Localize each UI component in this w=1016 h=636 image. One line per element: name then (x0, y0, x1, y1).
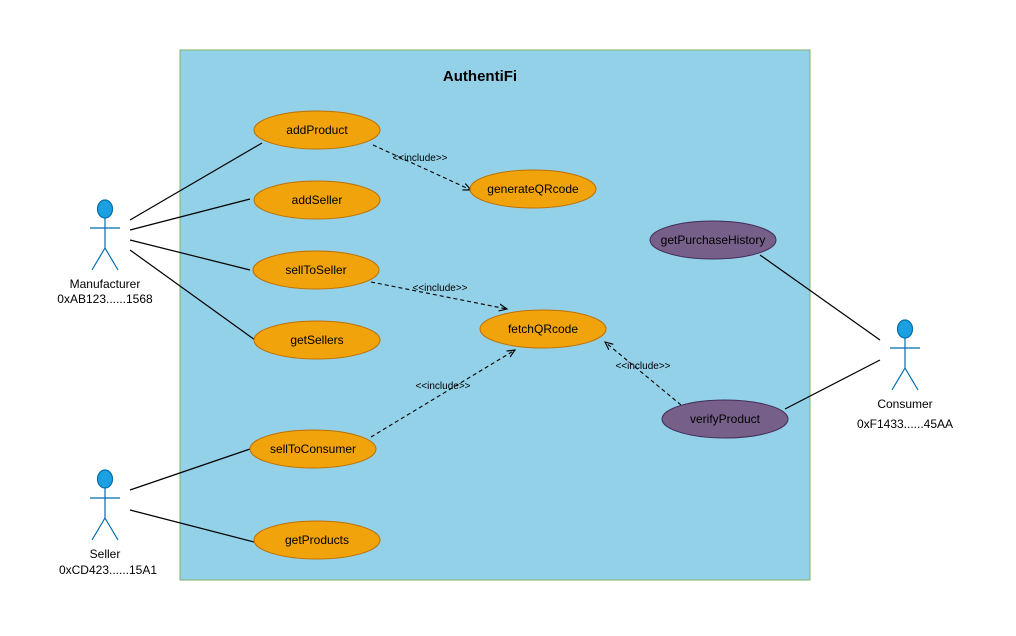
stick-figure-icon (90, 199, 120, 271)
actor-address: 0xCD423......15A1 (59, 563, 157, 577)
include-arrow-sellToSeller-fetchQRcode (370, 281, 507, 309)
usecase-label: getProducts (285, 533, 349, 547)
usecase-addSeller[interactable]: addSeller (253, 180, 381, 220)
usecase-sellToConsumer[interactable]: sellToConsumer (249, 429, 377, 469)
include-arrow-sellToConsumer-fetchQRcode (370, 350, 515, 438)
actor-name: Consumer (877, 397, 932, 411)
actor-consumer[interactable]: Consumer 0xF1433......45AA (857, 319, 953, 431)
system-title: AuthentiFi (443, 68, 517, 85)
include-label: <<include>> (615, 361, 670, 372)
stick-figure-icon (890, 319, 920, 391)
usecase-label: addProduct (286, 123, 348, 137)
include-dependencies (370, 144, 682, 438)
usecase-label: generateQRcode (487, 182, 579, 196)
usecase-sellToSeller[interactable]: sellToSeller (252, 250, 380, 290)
include-arrow-verifyProduct-fetchQRcode (605, 342, 682, 406)
include-label: <<include>> (392, 153, 447, 164)
include-label: <<include>> (415, 381, 470, 392)
usecase-label: getPurchaseHistory (661, 233, 766, 247)
include-label: <<include>> (412, 283, 467, 294)
assoc-seller-sellToConsumer (129, 448, 251, 491)
usecase-label: getSellers (290, 333, 343, 347)
usecase-label: addSeller (292, 193, 343, 207)
stick-figure-icon (90, 469, 120, 541)
usecase-getPurchaseHistory[interactable]: getPurchaseHistory (649, 220, 777, 260)
actor-manufacturer[interactable]: Manufacturer 0xAB123......1568 (57, 199, 153, 306)
actor-address: 0xF1433......45AA (857, 417, 953, 431)
actor-address: 0xAB123......1568 (57, 292, 153, 306)
usecase-getProducts[interactable]: getProducts (253, 520, 381, 560)
usecase-verifyProduct[interactable]: verifyProduct (661, 399, 789, 439)
assoc-seller-getProducts (129, 509, 259, 544)
assoc-manufacturer-getSellers (129, 249, 263, 346)
assoc-consumer-getPurchaseHistory (759, 254, 881, 341)
actor-name: Manufacturer (70, 277, 141, 291)
usecase-label: verifyProduct (690, 412, 761, 426)
usecase-label: sellToConsumer (270, 442, 356, 456)
assoc-consumer-verifyProduct (784, 359, 881, 410)
actor-name: Seller (90, 547, 121, 561)
include-arrow-addProduct-generateQRcode (372, 144, 471, 190)
association-lines (129, 142, 881, 544)
assoc-manufacturer-sellToSeller (129, 239, 251, 271)
usecase-fetchQRcode[interactable]: fetchQRcode (479, 309, 607, 349)
assoc-manufacturer-addProduct (129, 142, 263, 221)
usecase-generateQRcode[interactable]: generateQRcode (469, 169, 597, 209)
usecase-getSellers[interactable]: getSellers (253, 320, 381, 360)
assoc-manufacturer-addSeller (129, 198, 251, 231)
usecase-addProduct[interactable]: addProduct (253, 110, 381, 150)
actor-seller[interactable]: Seller 0xCD423......15A1 (59, 469, 157, 577)
usecase-label: fetchQRcode (508, 322, 578, 336)
usecase-label: sellToSeller (285, 263, 346, 277)
